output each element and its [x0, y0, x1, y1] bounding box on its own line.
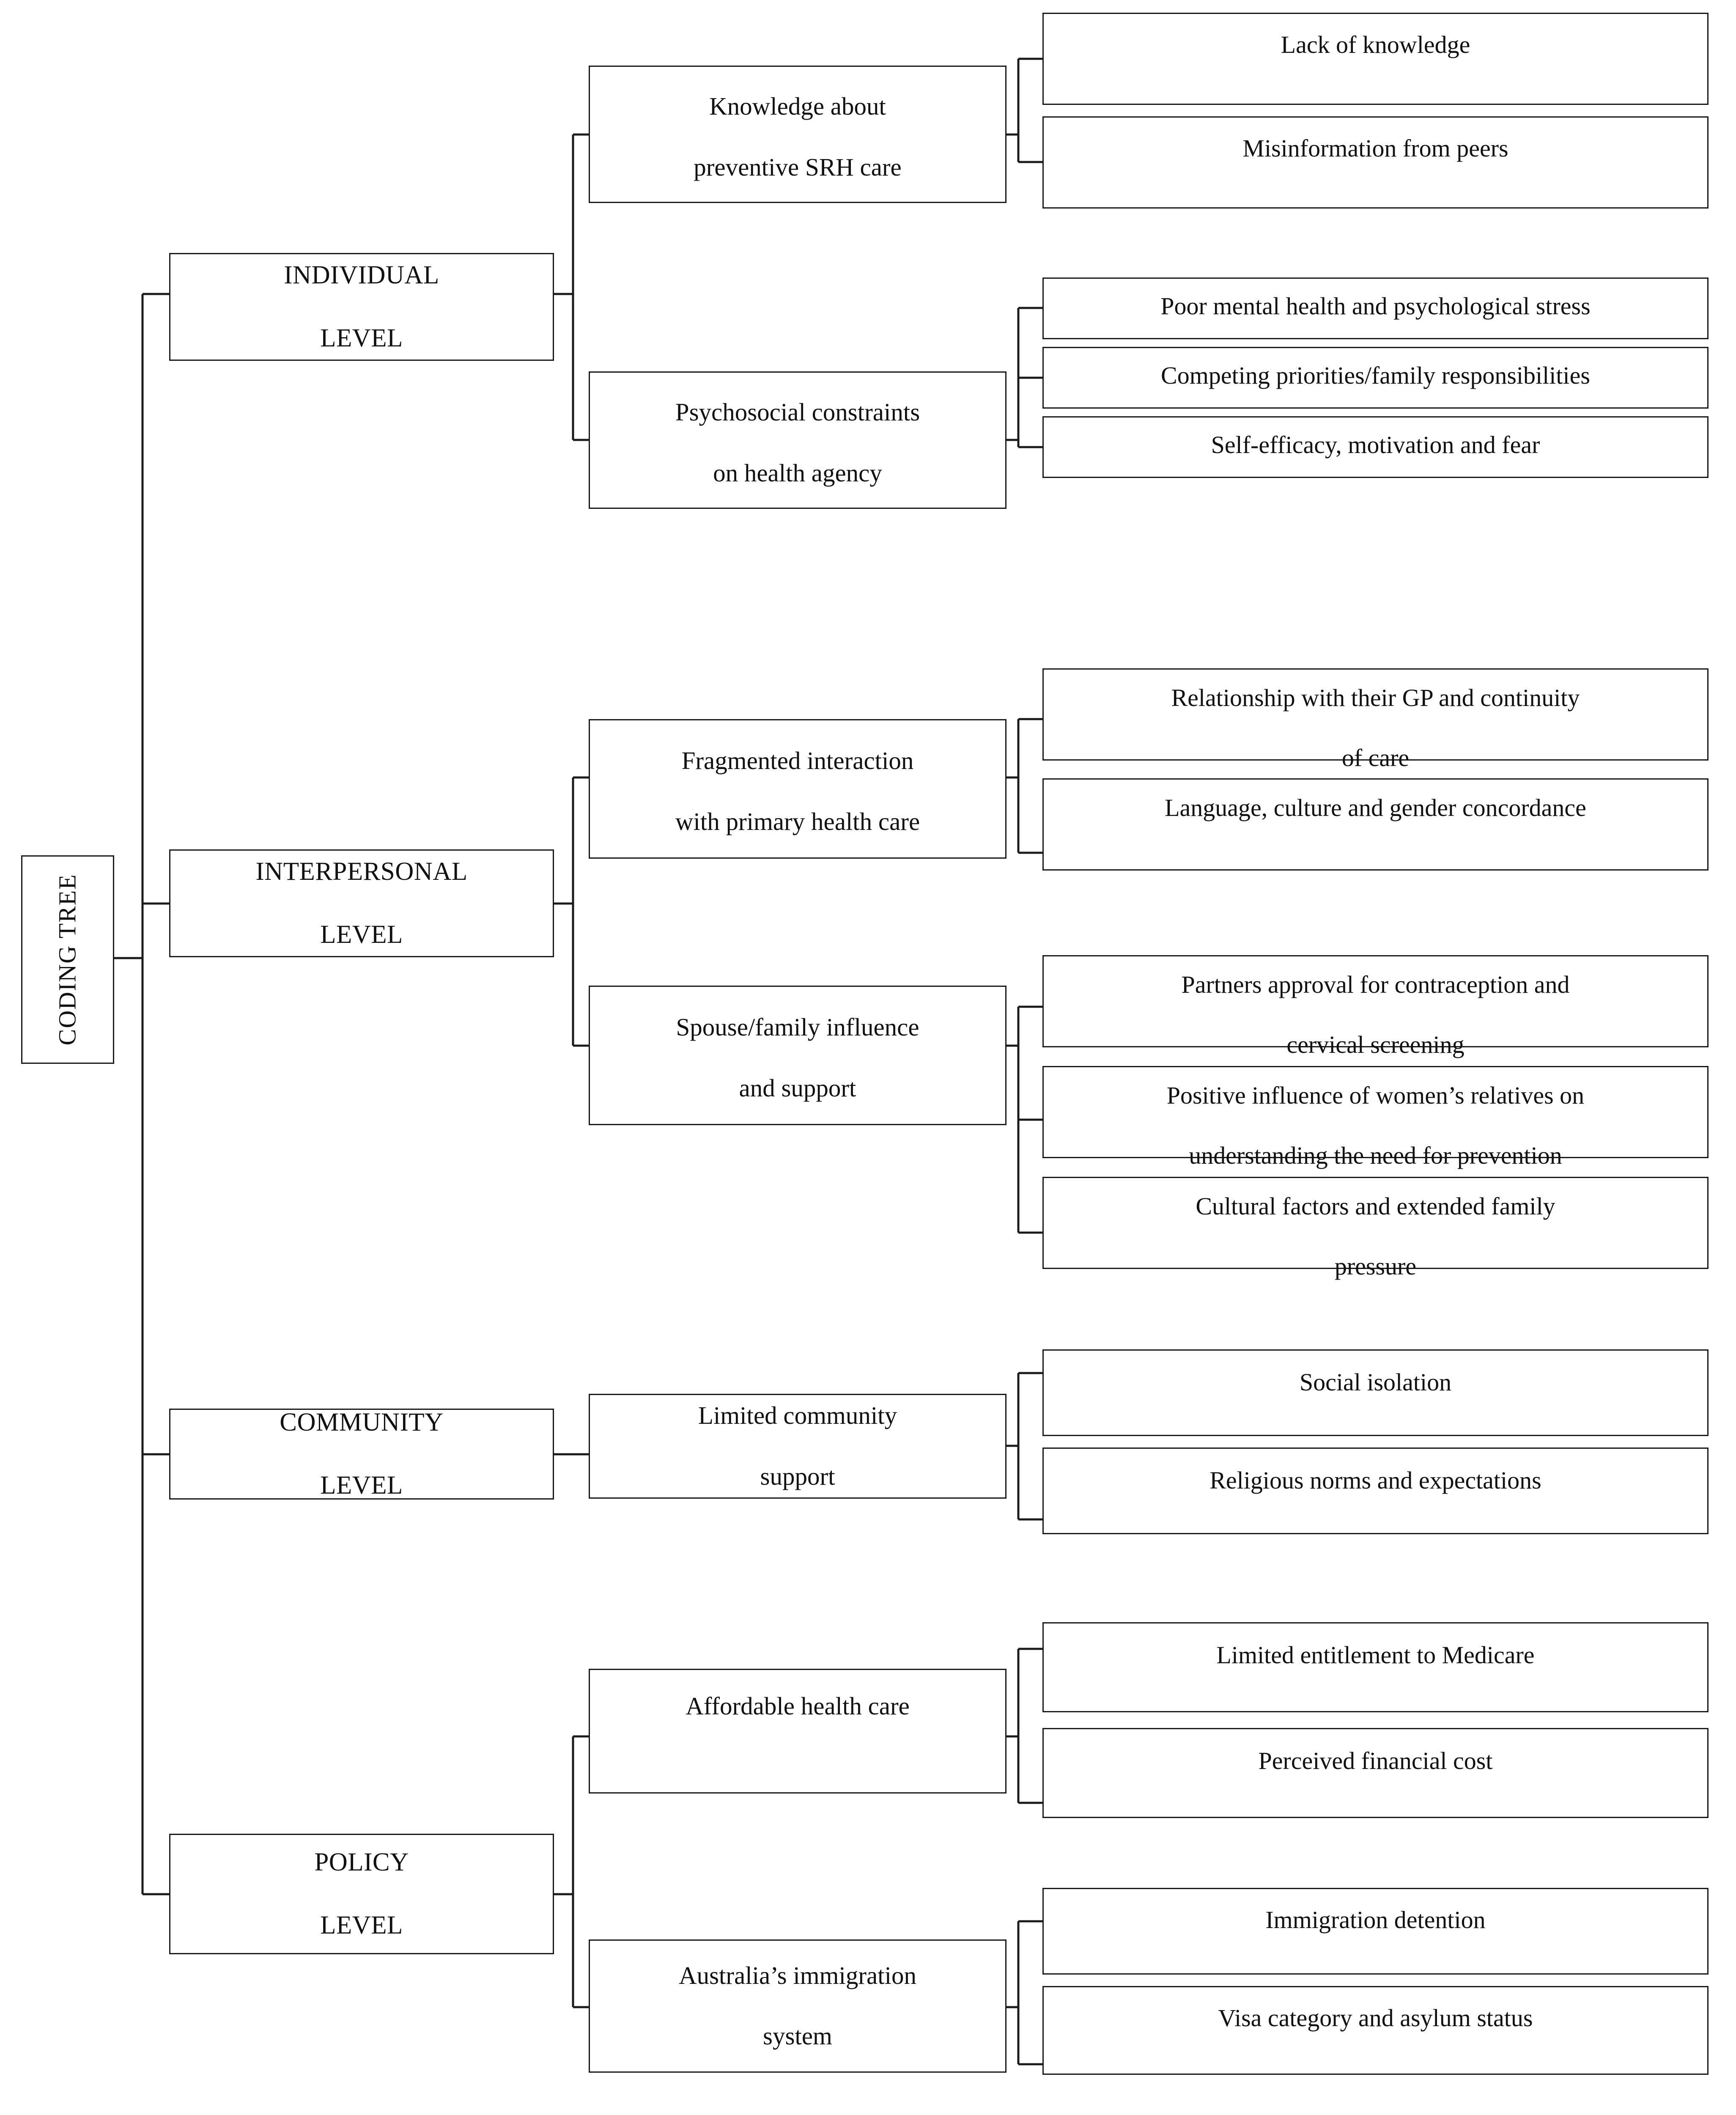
code-node-relationship-with-gp[interactable]: Relationship with their GP and continuit… [1042, 668, 1709, 772]
theme-label-affordable-health-care: Affordable health care [686, 1692, 910, 1720]
code-label: Lack of knowledge [1281, 31, 1470, 58]
code-label: Limited entitlement to Medicare [1216, 1641, 1535, 1669]
code-node-limited-entitlement-medicare[interactable]: Limited entitlement to Medicare [1042, 1622, 1709, 1712]
code-label: Social isolation [1299, 1368, 1452, 1396]
code-node-perceived-financial-cost[interactable]: Perceived financial cost [1042, 1728, 1709, 1818]
code-label: Self-efficacy, motivation and fear [1211, 431, 1540, 459]
code-node-immigration-detention[interactable]: Immigration detention [1042, 1888, 1709, 1975]
code-label: Perceived financial cost [1258, 1747, 1493, 1774]
code-label: Immigration detention [1265, 1906, 1486, 1934]
code-node-positive-influence-relatives[interactable]: Positive influence of women’s relatives … [1042, 1066, 1709, 1169]
code-node-language-culture-gender[interactable]: Language, culture and gender concordance [1042, 778, 1709, 871]
code-label: Visa category and asylum status [1218, 2004, 1533, 2032]
root-label: CODING TREE [53, 873, 81, 1046]
code-node-competing-priorities[interactable]: Competing priorities/family responsibili… [1042, 347, 1709, 409]
code-node-misinformation-from-peers[interactable]: Misinformation from peers [1042, 116, 1709, 209]
code-label: Religious norms and expectations [1209, 1467, 1541, 1494]
code-node-lack-of-knowledge[interactable]: Lack of knowledge [1042, 13, 1709, 105]
theme-node-affordable-health-care[interactable]: Affordable health care [589, 1669, 1006, 1794]
code-label: Poor mental health and psychological str… [1160, 292, 1591, 320]
code-node-religious-norms[interactable]: Religious norms and expectations [1042, 1448, 1709, 1534]
code-node-self-efficacy[interactable]: Self-efficacy, motivation and fear [1042, 416, 1709, 478]
code-label: Competing priorities/family responsibili… [1161, 362, 1590, 389]
code-label: Language, culture and gender concordance [1165, 794, 1586, 821]
code-label: Positive influence of women’s relatives … [1166, 1082, 1585, 1169]
code-node-visa-category-asylum-status[interactable]: Visa category and asylum status [1042, 1986, 1709, 2075]
code-label: Relationship with their GP and continuit… [1171, 684, 1580, 772]
root-node-coding-tree[interactable]: CODING TREE [21, 855, 114, 1064]
code-label: Misinformation from peers [1242, 135, 1508, 162]
code-node-social-isolation[interactable]: Social isolation [1042, 1349, 1709, 1436]
code-node-poor-mental-health[interactable]: Poor mental health and psychological str… [1042, 277, 1709, 339]
